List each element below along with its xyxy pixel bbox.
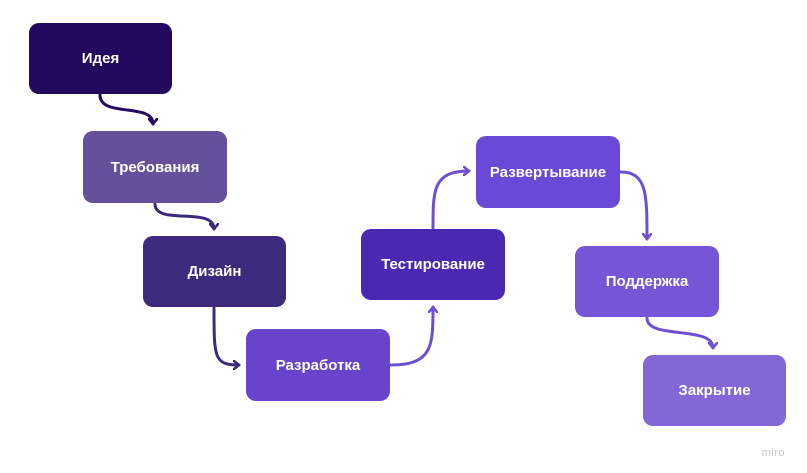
- node-testing[interactable]: Тестирование: [361, 229, 505, 300]
- node-requirements-label: Требования: [110, 158, 200, 176]
- node-closing-label: Закрытие: [678, 382, 751, 399]
- node-requirements[interactable]: Требования: [83, 131, 227, 203]
- node-closing[interactable]: Закрытие: [643, 355, 786, 426]
- node-development[interactable]: Разработка: [246, 329, 390, 401]
- node-idea[interactable]: Идея: [29, 23, 172, 94]
- edge-requirements-design: [153, 202, 214, 231]
- edge-idea-requirements: [98, 93, 153, 126]
- edge-testing-deployment: [431, 171, 471, 230]
- node-development-label: Разработка: [275, 356, 361, 374]
- node-testing-label: Тестирование: [381, 256, 485, 273]
- edge-deployment-support: [619, 170, 647, 241]
- node-idea-label: Идея: [81, 50, 120, 67]
- node-deployment[interactable]: Развертывание: [476, 136, 620, 208]
- node-support-label: Поддержка: [605, 273, 689, 290]
- node-deployment-label: Развертывание: [489, 163, 607, 181]
- miro-watermark: miro: [761, 447, 785, 459]
- node-support[interactable]: Поддержка: [575, 246, 719, 317]
- edge-development-testing: [389, 305, 433, 367]
- node-design[interactable]: Дизайн: [143, 236, 286, 307]
- node-design-label: Дизайн: [187, 263, 242, 280]
- edge-design-development: [212, 306, 241, 365]
- edge-support-closing: [645, 316, 713, 350]
